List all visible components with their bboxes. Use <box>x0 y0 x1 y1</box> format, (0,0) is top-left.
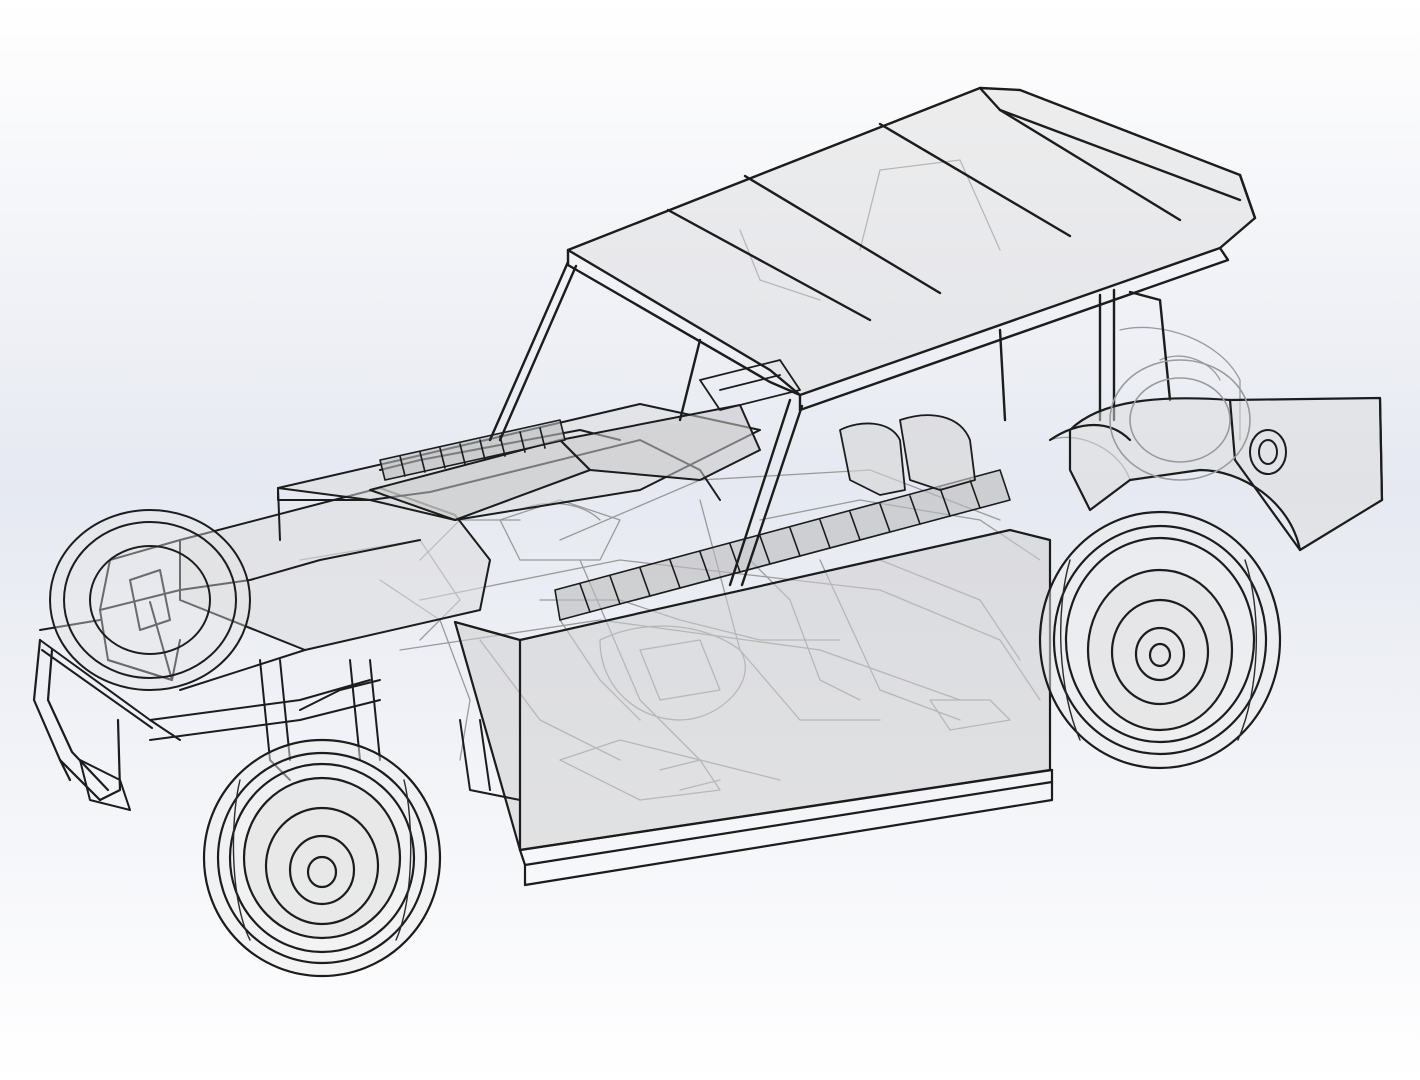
front-left-wheel[interactable] <box>49 509 251 691</box>
front-right-wheel[interactable] <box>202 738 442 978</box>
front-nose[interactable] <box>39 487 491 741</box>
roll-cage[interactable] <box>488 260 1172 587</box>
rear-right-wheel[interactable] <box>1038 510 1282 770</box>
steering-wheel <box>699 359 801 411</box>
front-suspension[interactable] <box>79 569 521 811</box>
right-side-vents <box>554 469 1011 621</box>
deck-center-panel[interactable] <box>369 404 761 521</box>
roof-panel[interactable] <box>566 86 1257 412</box>
fuel-cap <box>1249 429 1287 475</box>
driver-seat <box>839 414 976 496</box>
front-bumper[interactable] <box>32 638 122 802</box>
left-side-vents <box>379 419 566 481</box>
right-side-panel[interactable] <box>453 528 1054 887</box>
rear-left-wheel[interactable] <box>1109 359 1251 481</box>
rear-quarter-panel[interactable] <box>1048 396 1384 552</box>
